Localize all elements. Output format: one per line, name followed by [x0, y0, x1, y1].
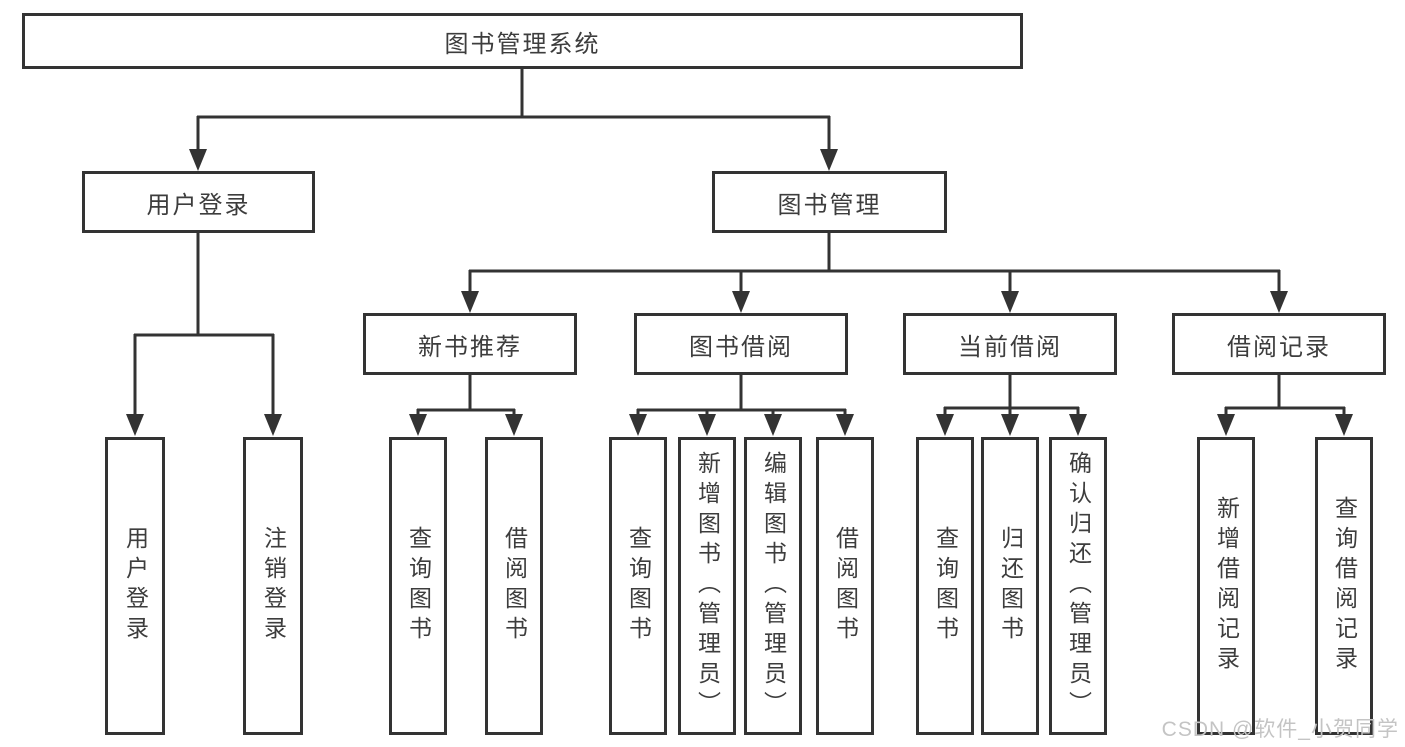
leaf-borrow-books: 借阅图书	[816, 437, 874, 735]
node-new-book-recommend: 新书推荐	[363, 313, 577, 375]
leaf-label: 查询图书	[932, 526, 959, 646]
leaf-add-book-admin: 新增图书（管理员）	[678, 437, 736, 735]
leaf-label: 查询图书	[405, 526, 432, 646]
leaf-query-books-current: 查询图书	[916, 437, 974, 735]
watermark: CSDN @软件_小贺同学	[1161, 718, 1399, 741]
leaf-label: 查询借阅记录	[1331, 496, 1358, 676]
leaf-label: 查询图书	[625, 526, 652, 646]
leaf-label: 借阅图书	[832, 526, 859, 646]
leaf-confirm-return-admin: 确认归还（管理员）	[1049, 437, 1107, 735]
leaf-label: 归还图书	[997, 526, 1024, 646]
leaf-query-books-recommend: 查询图书	[389, 437, 447, 735]
leaf-user-login: 用户登录	[105, 437, 165, 735]
leaf-query-books-borrow: 查询图书	[609, 437, 667, 735]
leaf-label: 新增借阅记录	[1213, 496, 1240, 676]
leaf-borrow-books-recommend: 借阅图书	[485, 437, 543, 735]
node-book-management: 图书管理	[712, 171, 947, 233]
node-label: 当前借阅	[958, 333, 1062, 361]
leaf-edit-book-admin: 编辑图书（管理员）	[744, 437, 802, 735]
node-root-label: 图书管理系统	[444, 30, 601, 58]
node-label: 借阅记录	[1227, 333, 1331, 361]
leaf-label: 用户登录	[122, 526, 149, 646]
leaf-query-borrow-record: 查询借阅记录	[1315, 437, 1373, 735]
node-borrow-records: 借阅记录	[1172, 313, 1386, 375]
leaf-logout-login: 注销登录	[243, 437, 303, 735]
leaf-label: 确认归还（管理员）	[1065, 451, 1092, 721]
leaf-label: 借阅图书	[501, 526, 528, 646]
leaf-add-borrow-record: 新增借阅记录	[1197, 437, 1255, 735]
node-book-borrow: 图书借阅	[634, 313, 848, 375]
node-label: 用户登录	[146, 191, 251, 219]
node-root-system: 图书管理系统	[22, 13, 1023, 69]
node-user-login: 用户登录	[82, 171, 315, 233]
node-label: 图书借阅	[689, 333, 793, 361]
leaf-label: 编辑图书（管理员）	[760, 451, 787, 721]
leaf-label: 注销登录	[260, 526, 287, 646]
leaf-label: 新增图书（管理员）	[694, 451, 721, 721]
node-label: 新书推荐	[418, 333, 522, 361]
node-current-borrow: 当前借阅	[903, 313, 1117, 375]
leaf-return-book: 归还图书	[981, 437, 1039, 735]
node-label: 图书管理	[777, 191, 882, 219]
